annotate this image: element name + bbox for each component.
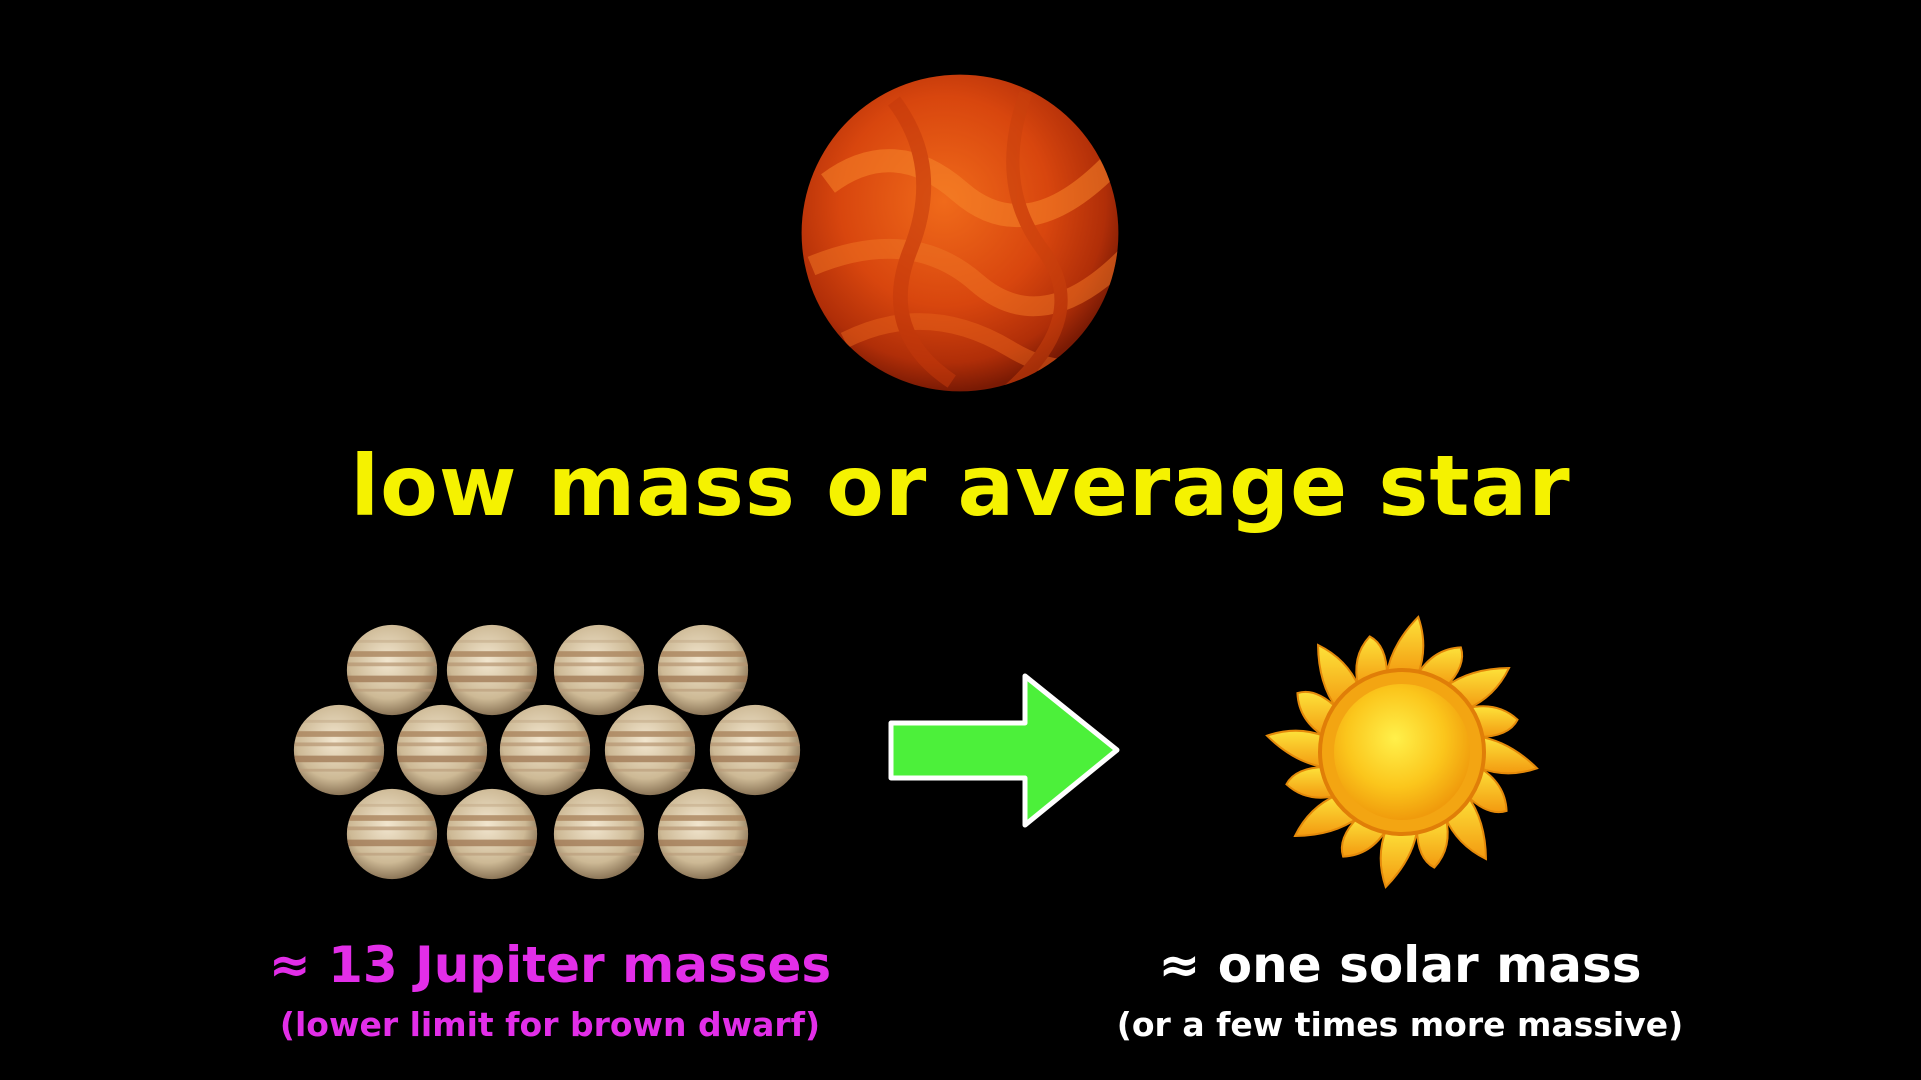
jupiter-icon: [345, 789, 439, 879]
jupiter-caption-sub: (lower limit for brown dwarf): [279, 1005, 821, 1044]
jupiter-icon: [656, 789, 750, 879]
jupiter-caption-main: ≈ 13 Jupiter masses: [268, 936, 832, 994]
jupiter-icon: [552, 625, 646, 715]
sun-caption-main: ≈ one solar mass: [1158, 936, 1642, 994]
sun-ray: [1385, 615, 1425, 677]
jupiter-icon: [498, 705, 592, 795]
jupiter-cluster: [290, 615, 810, 885]
sun-ray: [1265, 729, 1327, 769]
jupiter-icon: [708, 705, 802, 795]
jupiter-icon: [292, 705, 386, 795]
arrow-right-icon: [885, 668, 1125, 833]
sun-ray: [1379, 827, 1419, 889]
sun-caption-sub: (or a few times more massive): [1116, 1005, 1684, 1044]
jupiter-icon: [395, 705, 489, 795]
jupiter-icon: [345, 625, 439, 715]
jupiter-icon: [603, 705, 697, 795]
sun-icon: [1262, 612, 1542, 892]
jupiter-icon: [656, 625, 750, 715]
red-star-icon: [795, 68, 1125, 398]
jupiter-icon: [445, 789, 539, 879]
jupiter-icon: [552, 789, 646, 879]
sun-ray: [1477, 735, 1539, 775]
jupiter-icon: [445, 625, 539, 715]
main-title: low mass or average star: [350, 437, 1571, 535]
